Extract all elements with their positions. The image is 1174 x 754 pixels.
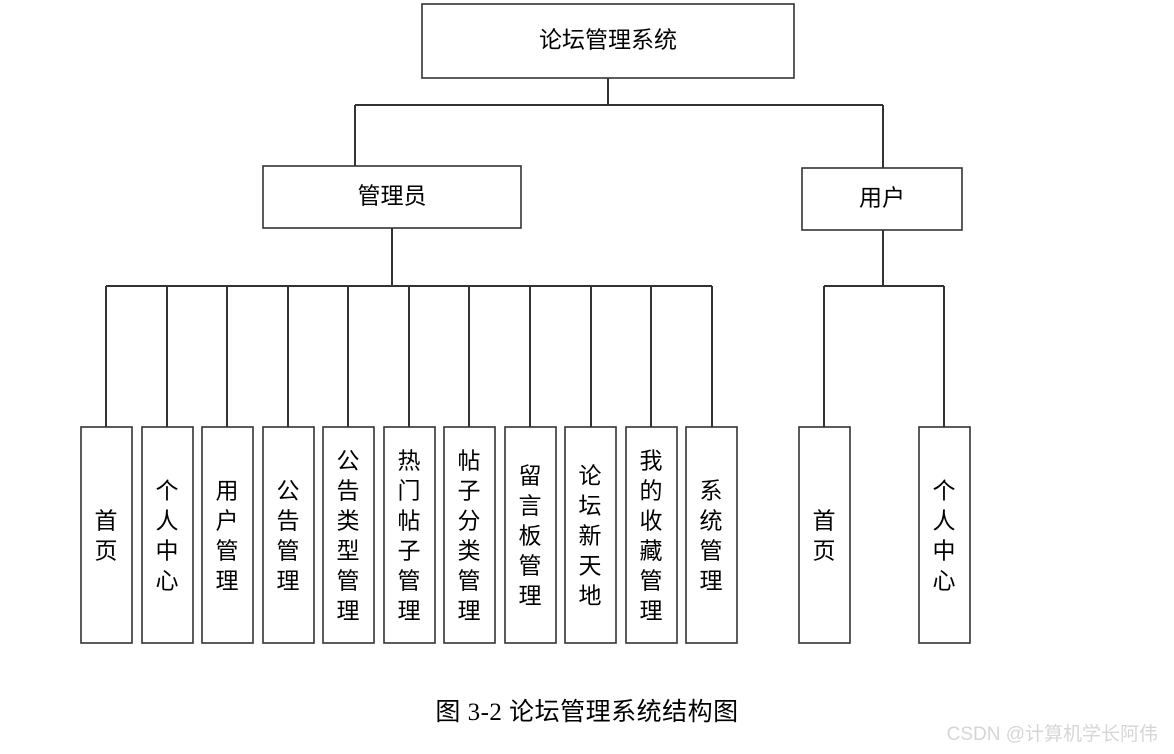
- node-admin-system-mgmt-label: 系统管理: [700, 478, 723, 593]
- node-user-personal-center-box: [918, 426, 971, 644]
- node-user-label: 用户: [859, 185, 905, 210]
- node-user[interactable]: 用户: [801, 167, 963, 231]
- node-admin-my-favorites-mgmt-box: [625, 426, 678, 644]
- node-root-box: [421, 3, 795, 79]
- node-admin-system-mgmt[interactable]: 系统管理: [685, 426, 738, 644]
- node-user-home-label: 首页: [813, 508, 836, 563]
- node-admin-box: [262, 165, 522, 229]
- node-admin-hot-post-mgmt[interactable]: 热门帖子管理: [383, 426, 436, 644]
- node-user-box: [801, 167, 963, 231]
- node-admin-home-box: [80, 426, 133, 644]
- node-user-home-box: [798, 426, 851, 644]
- node-admin-user-mgmt[interactable]: 用户管理: [201, 426, 254, 644]
- node-root[interactable]: 论坛管理系统: [421, 3, 795, 79]
- node-admin-notice-mgmt[interactable]: 公告管理: [262, 426, 315, 644]
- node-user-personal-center-label: 个人中心: [933, 478, 956, 593]
- node-admin-notice-type-mgmt-box: [322, 426, 375, 644]
- node-admin-label: 管理员: [358, 183, 427, 208]
- node-admin[interactable]: 管理员: [262, 165, 522, 229]
- node-admin-message-board-mgmt-box: [504, 426, 557, 644]
- watermark: CSDN @计算机学长阿伟: [946, 724, 1158, 745]
- node-admin-personal-center-label: 个人中心: [156, 478, 179, 593]
- node-admin-notice-type-mgmt[interactable]: 公告类型管理: [322, 426, 375, 644]
- node-admin-notice-mgmt-label: 公告管理: [277, 478, 300, 593]
- node-admin-notice-type-mgmt-label: 公告类型管理: [337, 448, 360, 623]
- node-admin-home-label: 首页: [95, 508, 118, 563]
- node-admin-message-board-mgmt-label: 留言板管理: [519, 463, 542, 608]
- node-user-home[interactable]: 首页: [798, 426, 851, 644]
- node-admin-forum-new-world-label: 论坛新天地: [579, 463, 602, 608]
- node-admin-user-mgmt-label: 用户管理: [216, 478, 239, 593]
- node-admin-hot-post-mgmt-label: 热门帖子管理: [398, 448, 421, 623]
- node-admin-system-mgmt-box: [685, 426, 738, 644]
- node-admin-user-mgmt-box: [201, 426, 254, 644]
- node-admin-home[interactable]: 首页: [80, 426, 133, 644]
- node-admin-forum-new-world-box: [564, 426, 617, 644]
- node-admin-personal-center[interactable]: 个人中心: [141, 426, 194, 644]
- node-root-label: 论坛管理系统: [539, 27, 677, 52]
- connector-group: [105, 78, 945, 427]
- node-admin-message-board-mgmt[interactable]: 留言板管理: [504, 426, 557, 644]
- node-admin-post-category-mgmt-label: 帖子分类管理: [458, 448, 481, 623]
- node-admin-hot-post-mgmt-box: [383, 426, 436, 644]
- node-admin-my-favorites-mgmt[interactable]: 我的收藏管理: [625, 426, 678, 644]
- node-admin-post-category-mgmt[interactable]: 帖子分类管理: [443, 426, 496, 644]
- node-admin-post-category-mgmt-box: [443, 426, 496, 644]
- figure-caption: 图 3-2 论坛管理系统结构图: [435, 699, 739, 726]
- node-user-personal-center[interactable]: 个人中心: [918, 426, 971, 644]
- node-admin-personal-center-box: [141, 426, 194, 644]
- node-admin-forum-new-world[interactable]: 论坛新天地: [564, 426, 617, 644]
- node-admin-my-favorites-mgmt-label: 我的收藏管理: [640, 448, 663, 623]
- node-admin-notice-mgmt-box: [262, 426, 315, 644]
